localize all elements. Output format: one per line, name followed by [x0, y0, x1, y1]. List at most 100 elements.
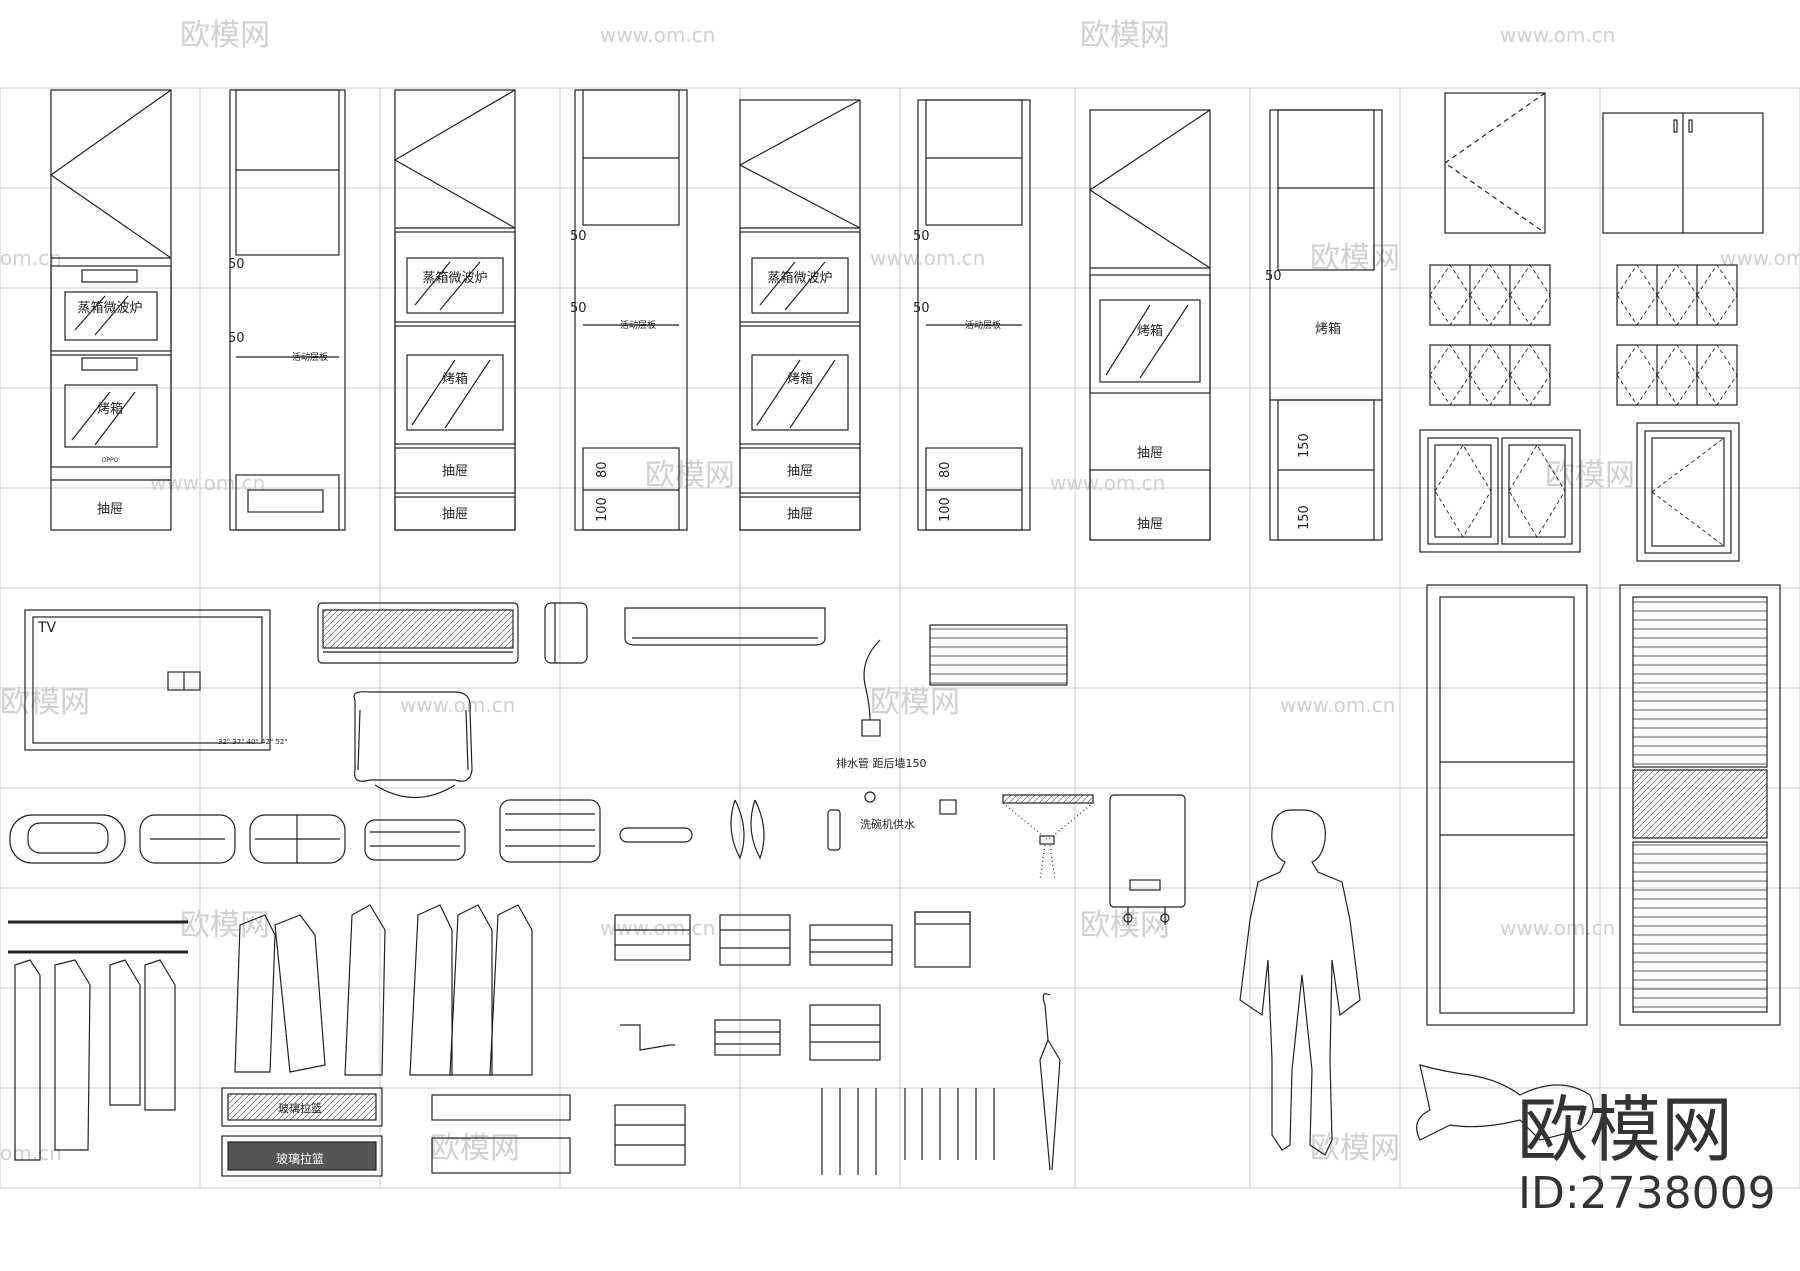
- lying-figure: [1416, 1064, 1594, 1141]
- drawer-label: 抽屉: [97, 502, 123, 517]
- louvered-door-icon: [1619, 584, 1781, 1026]
- tv-label: TV: [37, 620, 57, 636]
- brand-mark: OPPO: [102, 457, 119, 464]
- belt-rack-icon: [904, 1088, 995, 1160]
- jacket-icon: [234, 914, 276, 1073]
- background-grid: [0, 87, 1800, 1189]
- folded-pile-icon: [614, 1104, 686, 1166]
- oven-label: 烤箱: [1137, 323, 1163, 339]
- wall-cabinet-triple-icon: [1429, 344, 1551, 406]
- oven-icon: [64, 291, 158, 341]
- oven-icon: [406, 354, 504, 431]
- tall-cabinet-oven-combo-2: 蒸箱微波炉 烤箱 抽屉 抽屉: [393, 89, 516, 531]
- hanger-clothes-icon: [144, 959, 176, 1111]
- tv-size-label: 32" 37" 40" 42" 52": [218, 738, 288, 746]
- brand-logo-text: 欧模网: [1517, 1088, 1733, 1172]
- watermark-url: www.om.cn: [1720, 246, 1800, 270]
- watermark-brand: 欧模网: [1080, 18, 1170, 53]
- drain-label: 排水管 距后墙150: [836, 756, 927, 770]
- umbrella: [1039, 993, 1061, 1171]
- tray-icon: [431, 1137, 571, 1174]
- watermark-url: www.om.cn: [1050, 471, 1165, 495]
- tall-cabinet-shelves-3: 活动层板 50 50 80 100: [913, 99, 1031, 531]
- louver-panel-icon: [929, 624, 1068, 686]
- oven-label: 烤箱: [1315, 321, 1341, 337]
- wall-cabinet-triple-icon: [1616, 264, 1738, 326]
- shelf-label: 活动层板: [620, 319, 656, 331]
- watermark-brand: 欧模网: [430, 1131, 520, 1166]
- drawer-label: 抽屉: [787, 507, 813, 522]
- towel-icon: [364, 819, 466, 861]
- shower-head-icon: [1002, 794, 1094, 804]
- jacket-icon: [274, 914, 326, 1073]
- glass-door-single-icon: [1636, 422, 1740, 562]
- jacket-icon: [449, 904, 493, 1076]
- door-icon: [1426, 584, 1588, 1026]
- ac-indoor-unit-icon: [624, 607, 826, 646]
- shelf-label: 活动层板: [292, 351, 328, 363]
- storage-box-icon: [914, 911, 971, 968]
- tall-cabinet-oven-combo-1: 蒸箱微波炉 烤箱 OPPO 抽屉: [49, 89, 172, 531]
- towel-icon: [9, 814, 126, 864]
- human-figure-icon: [1239, 809, 1361, 1156]
- watermark-url: www.om.cn: [1500, 23, 1615, 47]
- folded-pile-icon: [714, 1019, 781, 1056]
- tall-cabinet-icon: [229, 89, 346, 531]
- socket-icon: [939, 799, 957, 815]
- hand-dryer-icon: [827, 809, 841, 851]
- pull-out-baskets: 玻璃拉篮 玻璃拉篮: [221, 1087, 571, 1177]
- dim-label: 80: [938, 461, 953, 478]
- ties-and-belts: [821, 1088, 995, 1175]
- water-heater: [1109, 794, 1186, 925]
- folded-shirt-icon: [719, 914, 791, 966]
- watermark-brand: 欧模网: [180, 908, 270, 943]
- oven-icon: [64, 384, 158, 448]
- hook-icon: [620, 1024, 675, 1051]
- standing-man: [1239, 809, 1361, 1156]
- shelf-label: 活动层板: [965, 319, 1001, 331]
- wall-cabinet-triple-icon: [1429, 264, 1551, 326]
- tv-elevation: TV 32" 37" 40" 42" 52": [24, 609, 288, 751]
- watermark-url-layer: www.om.cn www.om.cn om.cn www.om.cn www.…: [0, 23, 1800, 1165]
- dishwasher-water-label: 洗碗机供水: [860, 817, 915, 831]
- watermark-url: www.om.cn: [1500, 916, 1615, 940]
- tv-icon: [24, 609, 271, 751]
- air-conditioner-unit: [317, 602, 1068, 686]
- basket-icon: [221, 1087, 383, 1127]
- jacket-icon: [344, 904, 386, 1076]
- watermark-brand: 欧模网: [1080, 908, 1170, 943]
- hanger-clothes-icon: [14, 959, 41, 1161]
- drawer-label: 抽屉: [442, 464, 468, 479]
- hanging-rail-clothes: [8, 920, 188, 1161]
- tall-cabinet-shelves-2: 活动层板 50 50 80 100: [570, 89, 688, 531]
- watermark-brand: 欧模网: [870, 685, 960, 720]
- water-point-icon: [864, 791, 876, 803]
- dim-label: 150: [1297, 433, 1312, 458]
- basket-label: 玻璃拉篮: [278, 1101, 322, 1115]
- drawer-label: 抽屉: [1137, 446, 1163, 461]
- jacket-icon: [489, 904, 533, 1076]
- model-id: ID:2738009: [1518, 1168, 1776, 1219]
- drawer-label: 抽屉: [787, 464, 813, 479]
- chair-icon: [353, 691, 473, 782]
- tall-cabinet-icon: [917, 99, 1031, 531]
- watermark-url: om.cn: [0, 1141, 62, 1165]
- watermark-brand: 欧模网: [0, 685, 90, 720]
- dim-label: 50: [570, 301, 587, 316]
- basket-label: 玻璃拉篮: [276, 1151, 324, 1166]
- tall-cabinet-oven-drawers: 烤箱 50 150 150: [1265, 109, 1383, 541]
- watermark-url: www.om.cn: [400, 693, 515, 717]
- drawer-label: 抽屉: [1137, 517, 1163, 532]
- watermark-brand: 欧模网: [180, 18, 270, 53]
- tall-cabinet-single-oven: 烤箱 抽屉 抽屉: [1088, 109, 1211, 541]
- folded-pile-icon: [809, 1004, 881, 1061]
- watermark-layer: 欧模网 欧模网 欧模网 欧模网 欧模网 欧模网 欧模网 欧模网 欧模网 欧模网 …: [0, 18, 1635, 1166]
- oven-icon: [751, 257, 849, 314]
- hanger-clothes-icon: [54, 959, 91, 1151]
- socket-icon: [861, 719, 881, 737]
- watermark-brand: 欧模网: [1545, 458, 1635, 493]
- oven-icon: [751, 354, 849, 431]
- ceiling-shower: [1002, 794, 1094, 881]
- oven-label: 烤箱: [442, 371, 468, 387]
- oven-label: 烤箱: [97, 401, 123, 417]
